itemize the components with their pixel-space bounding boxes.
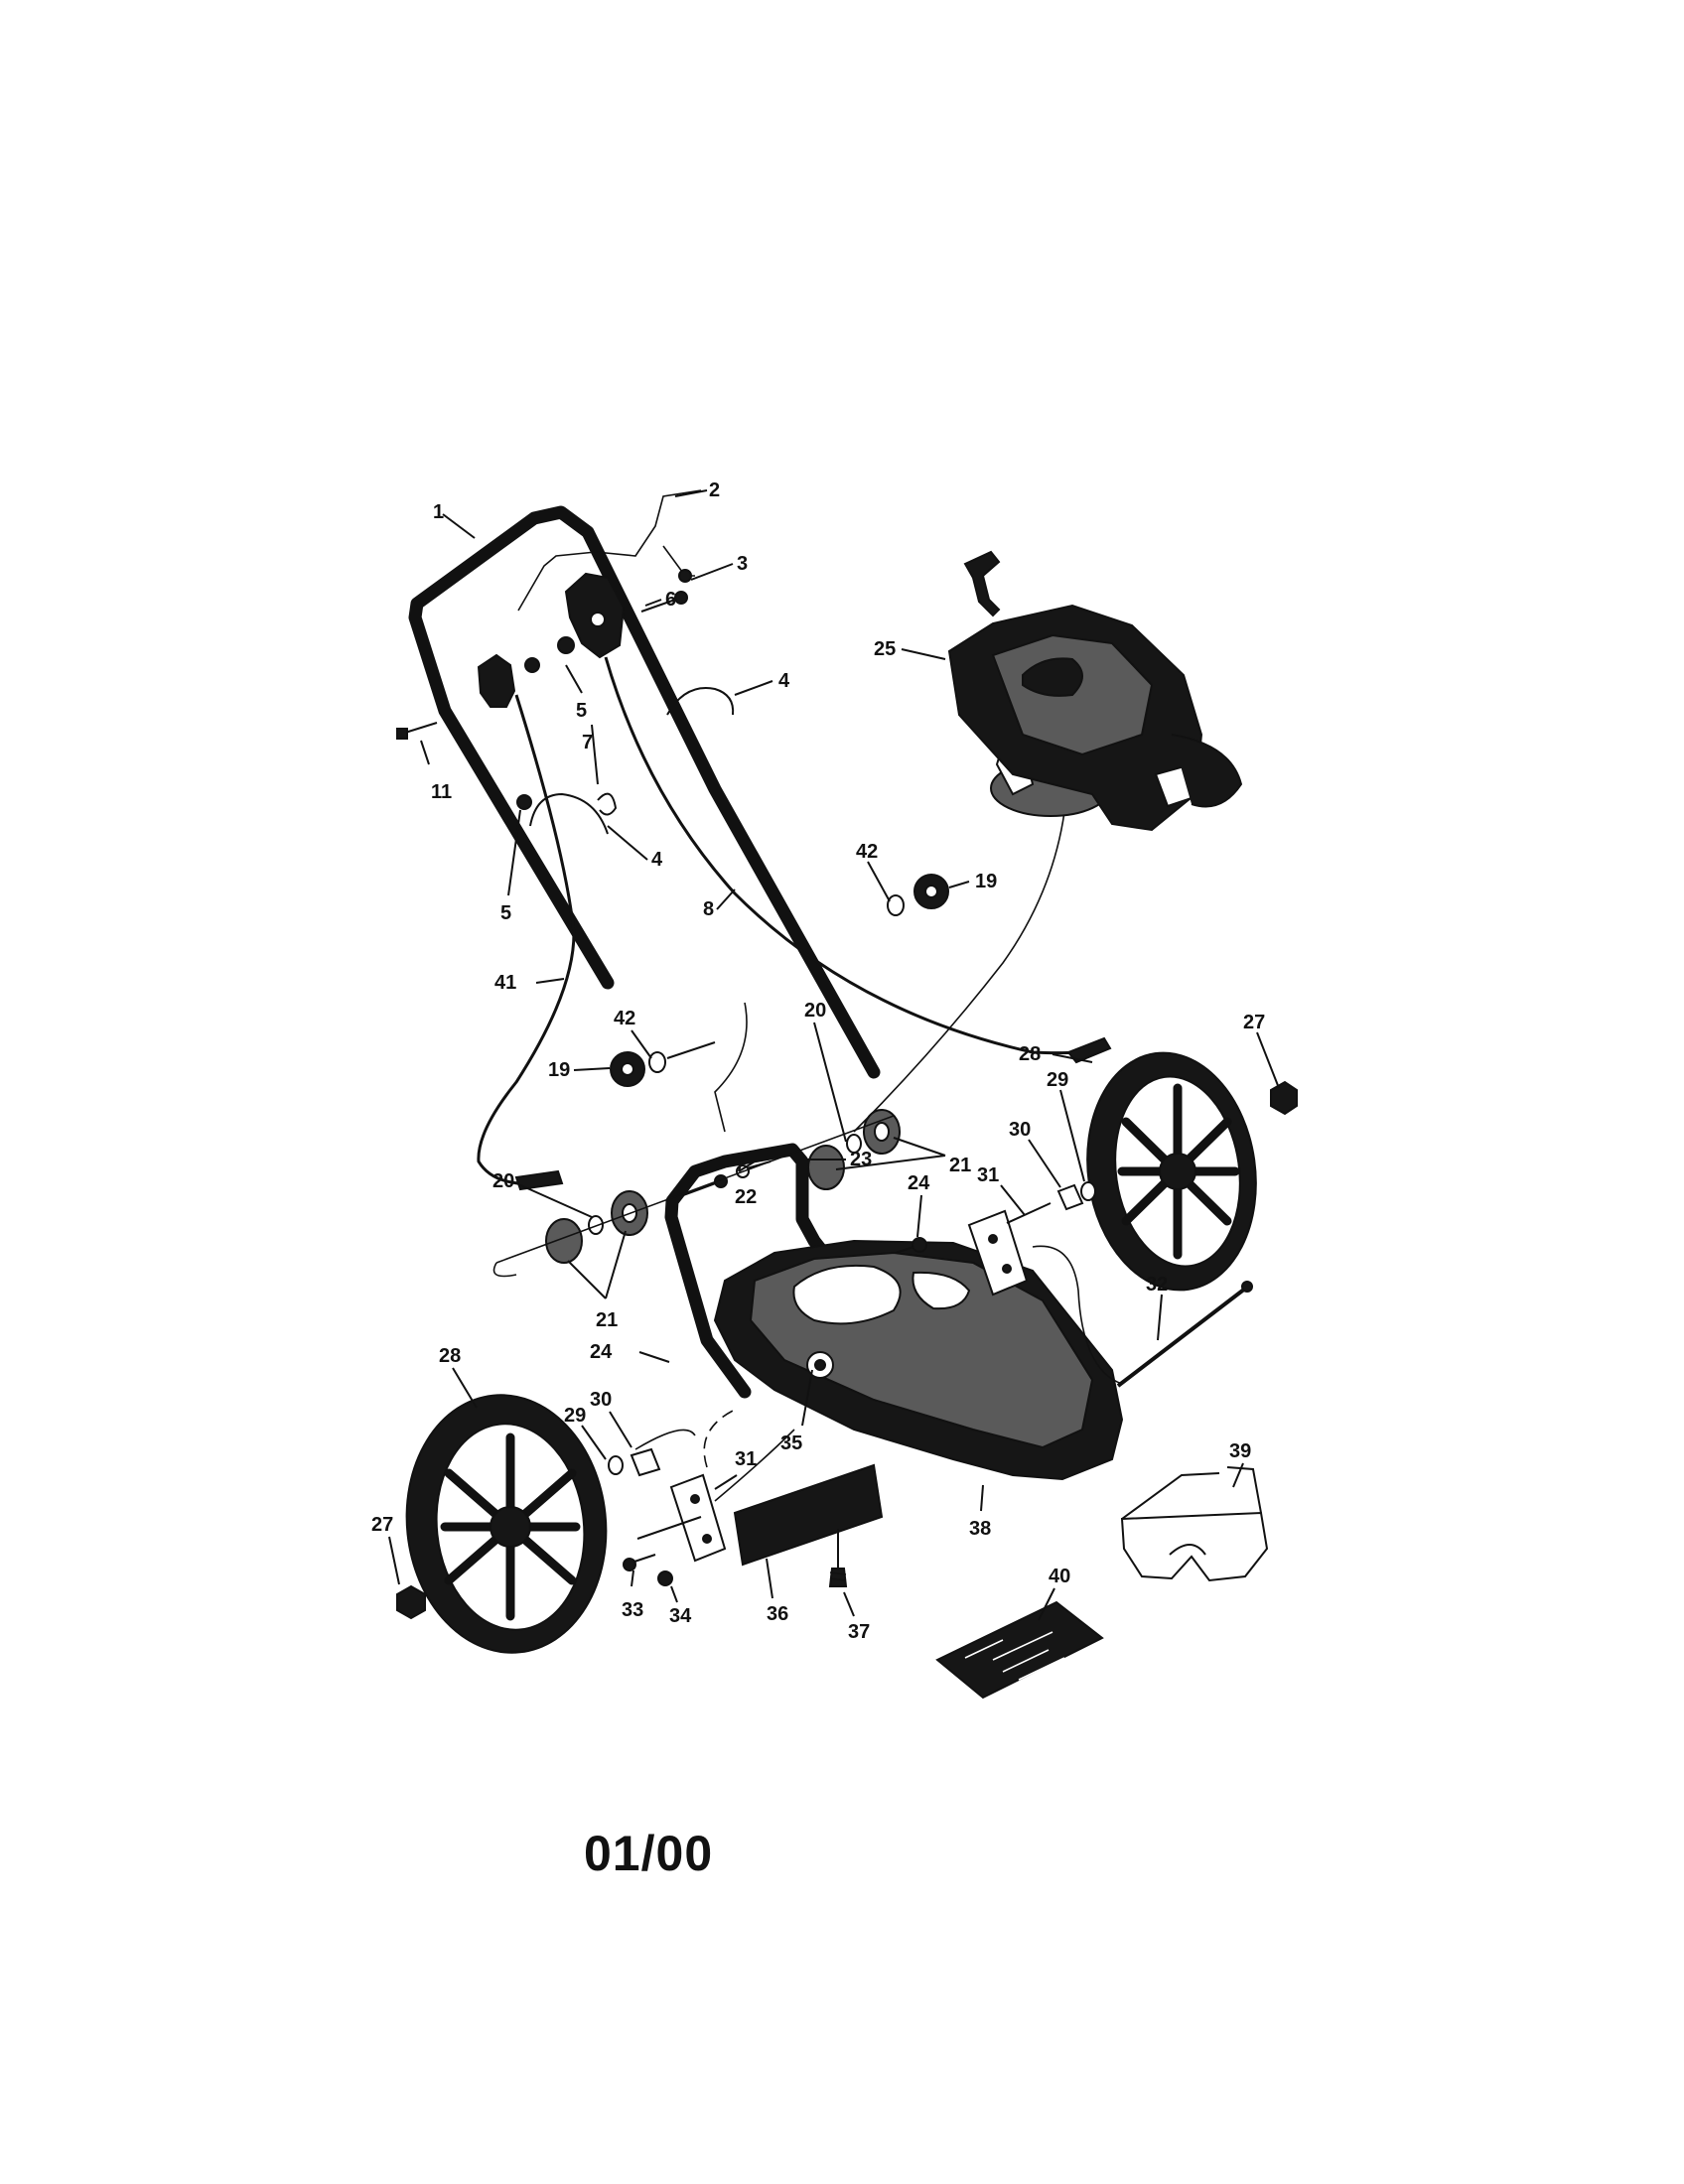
callout-27: 27 bbox=[1243, 1012, 1265, 1033]
callout-39: 39 bbox=[1229, 1440, 1251, 1462]
spacer bbox=[545, 1218, 583, 1264]
deck-opening bbox=[792, 1264, 902, 1325]
hardware-group bbox=[492, 874, 949, 1278]
hex-nut bbox=[524, 657, 540, 673]
callout-40: 40 bbox=[1049, 1566, 1070, 1587]
shield bbox=[733, 1463, 884, 1587]
wheel-axle-stub bbox=[1006, 1202, 1052, 1224]
hex-nut bbox=[557, 636, 575, 654]
control-bracket bbox=[477, 653, 516, 708]
cable-clip bbox=[529, 792, 609, 835]
callout-21: 21 bbox=[596, 1309, 618, 1331]
leader-lines bbox=[388, 489, 1280, 1621]
left-wheel bbox=[396, 1394, 696, 1654]
callout-3: 3 bbox=[737, 553, 748, 575]
callout-41: 41 bbox=[494, 972, 516, 994]
right-wheel-bracket bbox=[967, 1209, 1029, 1297]
deck bbox=[713, 1237, 1124, 1481]
callout-42: 42 bbox=[614, 1008, 635, 1029]
callout-5: 5 bbox=[500, 902, 511, 924]
washer bbox=[588, 1215, 604, 1235]
hex-nut bbox=[678, 569, 692, 583]
callout-21: 21 bbox=[949, 1155, 971, 1176]
safety-glasses bbox=[1120, 1466, 1269, 1582]
bolt-head bbox=[674, 591, 688, 605]
callout-20: 20 bbox=[492, 1170, 514, 1192]
bolt bbox=[640, 599, 676, 613]
starter-handle bbox=[963, 550, 1001, 617]
cable-clip bbox=[666, 687, 735, 716]
hex-nut bbox=[657, 1570, 673, 1586]
callout-34: 34 bbox=[669, 1605, 692, 1627]
callout-29: 29 bbox=[1047, 1069, 1068, 1091]
bolt-head bbox=[396, 728, 408, 740]
debris-shield bbox=[733, 1463, 884, 1567]
callout-1: 1 bbox=[433, 501, 444, 523]
revision-date-code: 01/00 bbox=[584, 1826, 714, 1881]
control-cable bbox=[604, 656, 1093, 1055]
wheel-brackets bbox=[623, 1202, 1253, 1586]
callout-22: 22 bbox=[735, 1186, 757, 1208]
callout-33: 33 bbox=[622, 1599, 643, 1621]
callout-19: 19 bbox=[975, 871, 997, 892]
callout-labels: 1 2 3 6 25 4 5 11 7 4 5 8 42 19 41 42 19… bbox=[371, 479, 1265, 1643]
spacer bbox=[807, 1145, 845, 1190]
callout-4: 4 bbox=[651, 849, 663, 871]
washer bbox=[846, 1134, 862, 1154]
callout-4: 4 bbox=[778, 670, 790, 692]
cable-tie bbox=[597, 792, 618, 816]
callout-36: 36 bbox=[767, 1603, 788, 1625]
handle-assembly bbox=[396, 489, 1112, 1399]
washer bbox=[887, 894, 905, 916]
callout-37: 37 bbox=[848, 1621, 870, 1643]
throttle-pivot bbox=[590, 612, 606, 627]
callout-2: 2 bbox=[709, 479, 720, 501]
washer bbox=[608, 1455, 624, 1475]
callout-5: 5 bbox=[576, 700, 587, 722]
callout-28: 28 bbox=[439, 1345, 461, 1367]
callout-11: 11 bbox=[431, 781, 452, 803]
shield-screw bbox=[828, 1568, 848, 1587]
callout-23: 23 bbox=[850, 1149, 872, 1170]
upper-handle bbox=[408, 505, 881, 1079]
callout-30: 30 bbox=[1009, 1119, 1031, 1141]
callout-24: 24 bbox=[908, 1172, 930, 1194]
engine bbox=[947, 550, 1243, 832]
callout-35: 35 bbox=[780, 1433, 802, 1454]
carriage-bolt bbox=[404, 722, 438, 734]
callout-7: 7 bbox=[582, 732, 593, 753]
callout-31: 31 bbox=[735, 1448, 757, 1470]
wire-harness bbox=[477, 694, 576, 1185]
callout-25: 25 bbox=[874, 638, 896, 660]
wheel-axle-stub bbox=[636, 1516, 702, 1540]
right-wheel bbox=[1056, 1051, 1298, 1292]
bushing bbox=[1056, 1183, 1084, 1211]
callout-28: 28 bbox=[1019, 1043, 1041, 1065]
callout-19: 19 bbox=[548, 1059, 570, 1081]
callout-20: 20 bbox=[804, 1000, 826, 1022]
callout-32: 32 bbox=[1146, 1274, 1168, 1296]
owners-manual bbox=[935, 1600, 1104, 1700]
callout-27: 27 bbox=[371, 1514, 393, 1536]
wheel-nut bbox=[396, 1584, 426, 1620]
washer bbox=[1080, 1181, 1096, 1201]
callout-29: 29 bbox=[564, 1405, 586, 1427]
callout-38: 38 bbox=[969, 1518, 991, 1540]
bushing bbox=[630, 1447, 661, 1477]
hex-nut bbox=[516, 794, 532, 810]
callout-42: 42 bbox=[856, 841, 878, 863]
wheel-nut bbox=[1270, 1080, 1298, 1116]
callout-6: 6 bbox=[665, 589, 676, 611]
callout-30: 30 bbox=[590, 1389, 612, 1411]
callout-24: 24 bbox=[590, 1341, 613, 1363]
axle-rod bbox=[1116, 1287, 1247, 1388]
screw bbox=[912, 1237, 927, 1253]
callout-31: 31 bbox=[977, 1164, 999, 1186]
washer bbox=[648, 1051, 666, 1073]
callout-8: 8 bbox=[703, 898, 714, 920]
engine-cable bbox=[853, 811, 1065, 1133]
